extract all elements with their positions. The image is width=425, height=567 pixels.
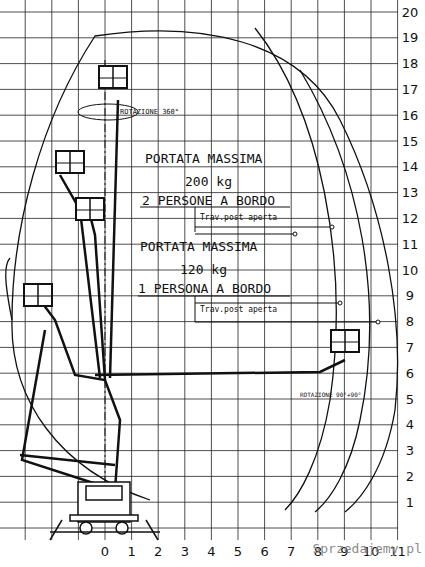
axis-number: 16 bbox=[401, 109, 420, 122]
grid-line bbox=[371, 0, 372, 540]
rotation-note: ROTAZIONE 360° bbox=[120, 109, 179, 116]
axis-number: 3 bbox=[180, 545, 190, 558]
axis-number: 3 bbox=[405, 444, 415, 457]
grid-line bbox=[344, 0, 345, 540]
axis-number: 5 bbox=[233, 545, 243, 558]
grid-line bbox=[0, 218, 398, 219]
axis-number: 7 bbox=[286, 545, 296, 558]
load-note: 1 PERSONA A BORDO bbox=[138, 282, 271, 295]
axis-number: 8 bbox=[405, 315, 415, 328]
grid-line bbox=[0, 476, 398, 477]
grid-line bbox=[0, 528, 398, 529]
axis-number: 0 bbox=[100, 545, 110, 558]
load-note: 200 kg bbox=[185, 175, 232, 188]
leader-note: Trav.post aperta bbox=[200, 214, 277, 222]
axis-number: 1 bbox=[126, 545, 136, 558]
axis-number: 19 bbox=[401, 31, 420, 44]
axis-number: 2 bbox=[405, 470, 415, 483]
axis-number: 4 bbox=[206, 545, 216, 558]
grid-line bbox=[0, 63, 398, 64]
axis-number: 4 bbox=[405, 418, 415, 431]
leader-note: Trav.post aperta bbox=[200, 306, 277, 314]
axis-number: 2 bbox=[153, 545, 163, 558]
grid-line bbox=[0, 192, 398, 193]
grid-line bbox=[0, 321, 398, 322]
grid-line bbox=[78, 0, 79, 540]
grid-line bbox=[238, 0, 239, 540]
load-note: PORTATA MASSIMA bbox=[140, 240, 257, 253]
axis-number: 7 bbox=[405, 341, 415, 354]
grid-line bbox=[0, 37, 398, 38]
grid-line bbox=[0, 450, 398, 451]
axis-number: 1 bbox=[405, 496, 415, 509]
grid-line bbox=[158, 0, 159, 540]
grid-line bbox=[291, 0, 292, 540]
axis-number: 10 bbox=[401, 264, 420, 277]
load-note: 2 PERSONE A BORDO bbox=[142, 194, 275, 207]
watermark: Sprzedajemy.pl bbox=[312, 542, 422, 555]
axis-number: 6 bbox=[405, 367, 415, 380]
grid-line bbox=[0, 141, 398, 142]
axis-number: 14 bbox=[401, 160, 420, 173]
grid-line bbox=[0, 12, 398, 13]
axis-number: 12 bbox=[401, 212, 420, 225]
axis-number: 5 bbox=[405, 393, 415, 406]
rotation-note: ROTAZIONE 90°+90° bbox=[300, 392, 361, 398]
grid-line bbox=[0, 424, 398, 425]
axis-number: 13 bbox=[401, 186, 420, 199]
axis-number: 17 bbox=[401, 83, 420, 96]
grid-line bbox=[0, 399, 398, 400]
grid-line bbox=[0, 89, 398, 90]
grid-line bbox=[0, 502, 398, 503]
grid-line bbox=[0, 295, 398, 296]
axis-number: 9 bbox=[405, 289, 415, 302]
axis-number: 20 bbox=[401, 6, 420, 19]
grid-line bbox=[264, 0, 265, 540]
grid-line bbox=[25, 0, 26, 540]
axis-number: 15 bbox=[401, 135, 420, 148]
axis-number: 11 bbox=[401, 238, 420, 251]
grid-line bbox=[131, 0, 132, 540]
grid-line bbox=[397, 0, 398, 540]
axis-number: 18 bbox=[401, 57, 420, 70]
load-note: 120 kg bbox=[180, 263, 227, 276]
load-note: PORTATA MASSIMA bbox=[145, 152, 262, 165]
grid-line bbox=[317, 0, 318, 540]
axis-number: 6 bbox=[259, 545, 269, 558]
